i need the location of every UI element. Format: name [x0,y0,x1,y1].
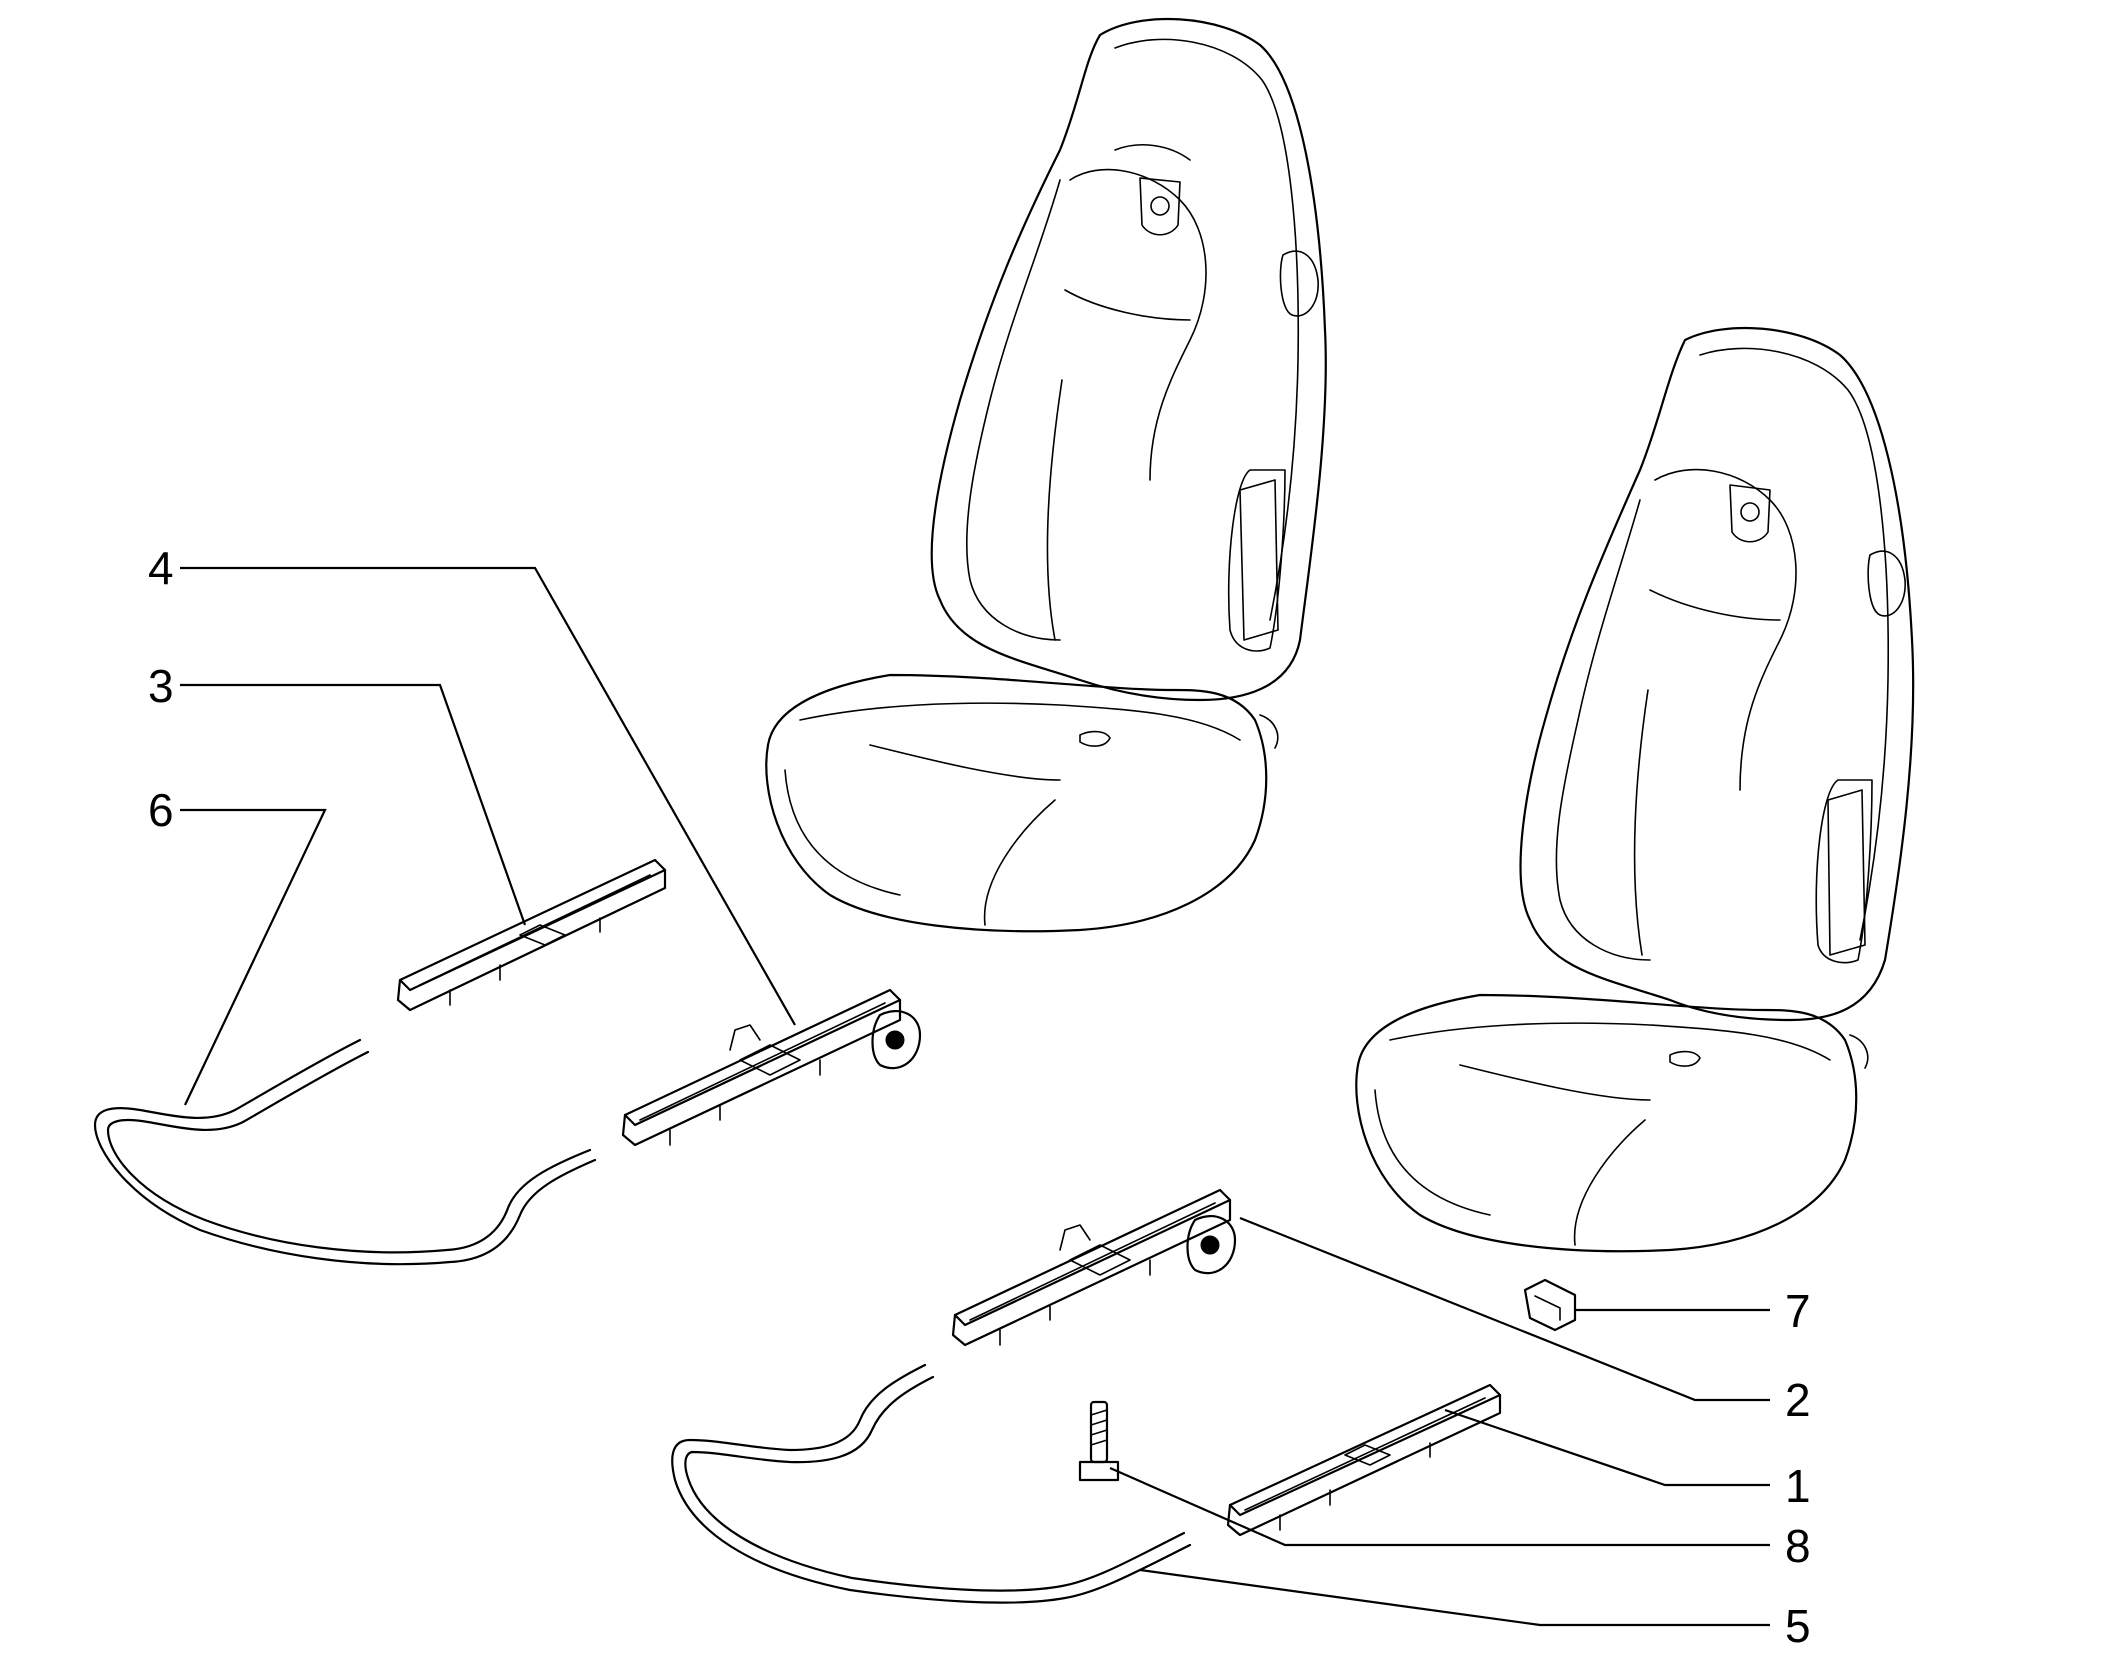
leader-5 [1139,1568,1770,1627]
leader-lines [180,566,1770,1627]
callout-7: 7 [1785,1285,1811,1337]
seat-rail-part-3 [396,858,667,1012]
seat-right [1355,326,1915,1253]
callout-2: 2 [1785,1374,1811,1426]
seat-rail-part-1 [1226,1383,1502,1537]
seat-rail-part-2 [951,1188,1237,1347]
callout-8: 8 [1785,1520,1811,1572]
seat-rail-part-4 [621,988,922,1147]
leader-2 [1239,1216,1770,1402]
tube-part-5 [671,1363,1192,1604]
leader-1 [1444,1408,1770,1487]
callout-4: 4 [148,542,174,594]
bolt-part-8 [1078,1400,1120,1482]
leader-8 [1109,1466,1770,1547]
tube-part-6 [93,1038,597,1266]
leader-4 [180,566,796,1026]
clip-part-7 [1523,1278,1577,1332]
leader-6 [180,808,327,1106]
callout-3: 3 [148,660,174,712]
seat-left [765,17,1327,933]
callout-1: 1 [1785,1460,1811,1512]
leader-3 [180,683,527,926]
callout-5: 5 [1785,1600,1811,1652]
callout-6: 6 [148,784,174,836]
